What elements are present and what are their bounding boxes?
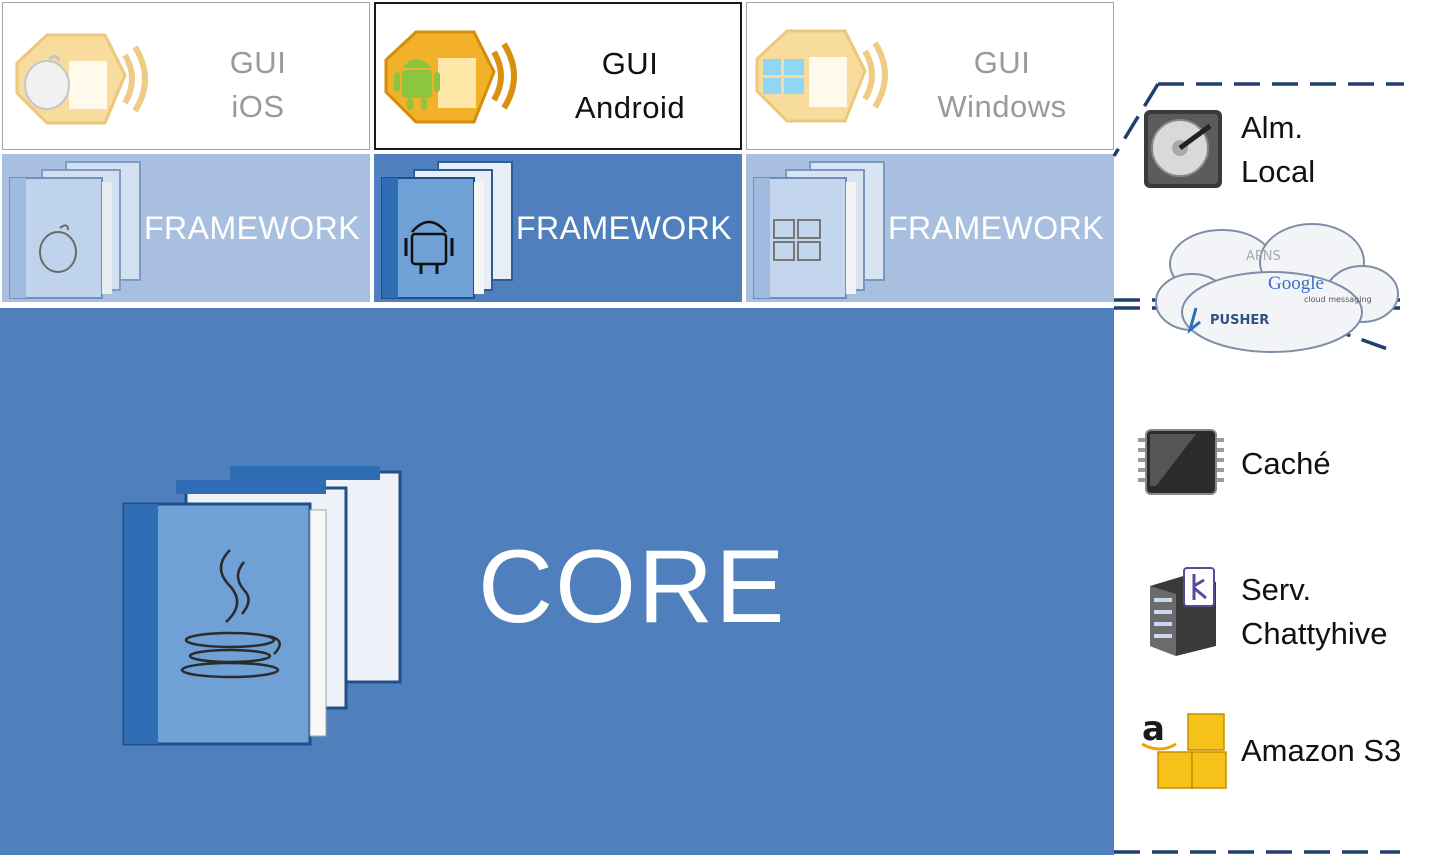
svg-text:a: a [1142,709,1165,749]
cache-label: Caché [1241,446,1331,481]
google-text: Google [1268,273,1324,294]
framework-windows-box: FRAMEWORK [746,154,1114,302]
framework-ios-box: FRAMEWORK [2,154,370,302]
apns-text: APNS [1246,249,1281,264]
gui-windows-label: GUI Windows [937,45,1067,124]
framework-ios-label: FRAMEWORK [144,210,361,246]
server-label: Serv. Chattyhive [1241,572,1388,651]
amazon-s3-label: Amazon S3 [1241,733,1402,768]
amazon-boxes-icon: a [1141,709,1227,789]
server-icon [1150,567,1216,656]
gui-ios-label: GUI iOS [229,45,287,124]
windows-device-icon [755,29,888,123]
android-device-icon [384,30,517,124]
framework-windows-label: FRAMEWORK [888,210,1105,246]
gui-android-box: GUI Android [374,2,742,150]
gui-ios-box: GUI iOS [2,2,370,150]
cloud-icon: APNS Google cloud messaging PUSHER [1155,223,1399,353]
android-books-icon [381,161,513,299]
apple-device-icon [15,33,148,125]
framework-android-box: FRAMEWORK [374,154,742,302]
local-storage-label: Alm. Local [1241,110,1316,189]
core-box: CORE [0,308,1114,855]
core-label: CORE [478,529,787,645]
windows-books-icon [753,161,885,299]
cloud-messaging-text: cloud messaging [1304,295,1372,304]
pusher-text: PUSHER [1210,313,1269,328]
gui-windows-box: GUI Windows [746,2,1114,150]
gui-android-label: GUI Android [574,46,686,125]
framework-android-label: FRAMEWORK [516,210,733,246]
java-books-icon [122,466,402,746]
hard-drive-icon [1144,110,1222,188]
apple-books-icon [9,161,141,299]
memory-chip-icon [1138,429,1224,495]
